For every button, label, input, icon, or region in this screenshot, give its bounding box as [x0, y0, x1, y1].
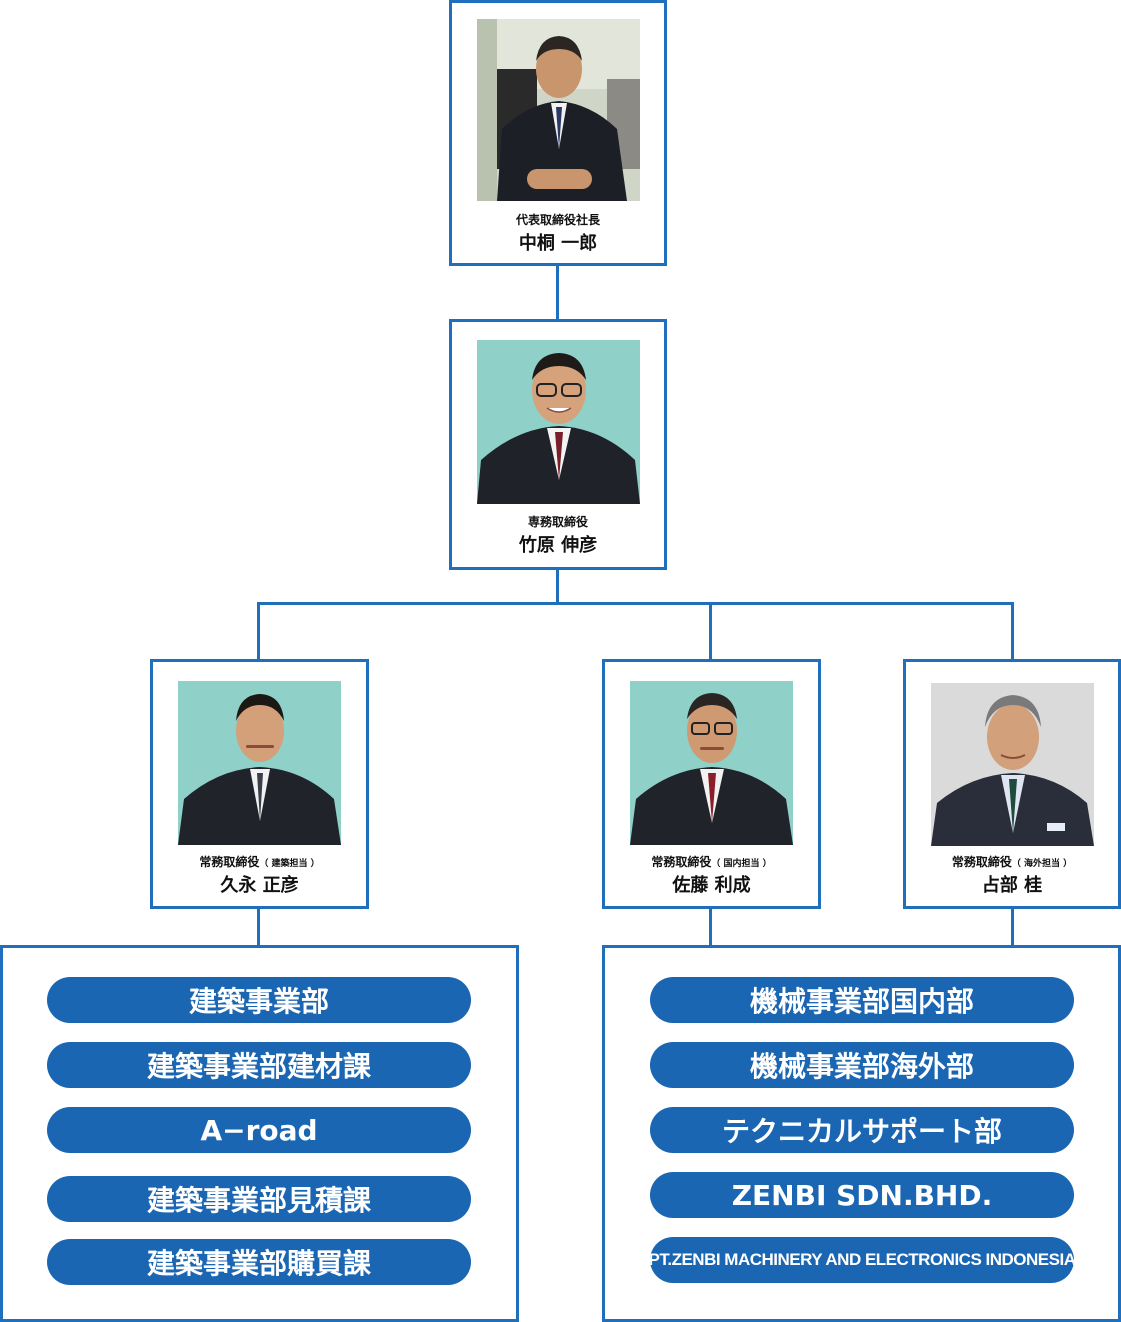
dept-technical-support[interactable]: テクニカルサポート部 — [650, 1107, 1074, 1153]
ceo-role: 代表取締役社長 — [515, 213, 600, 227]
construction-departments-box: 建築事業部 建築事業部建材課 A−road 建築事業部見積課 建築事業部購買課 — [0, 945, 519, 1322]
connector-senior-branch — [556, 568, 559, 604]
director-role-overseas-note: （ 海外担当 ） — [1011, 859, 1073, 869]
senior-director-photo — [477, 340, 640, 504]
dept-construction[interactable]: 建築事業部 — [47, 977, 471, 1023]
connector-machinery-box-1 — [709, 906, 712, 948]
director-role-domestic-title: 常務取締役 — [651, 855, 712, 869]
dept-machinery-domestic[interactable]: 機械事業部国内部 — [650, 977, 1074, 1023]
ceo-card: 代表取締役社長 中桐 一郎 — [449, 0, 667, 266]
director-role-overseas-title: 常務取締役 — [951, 855, 1012, 869]
director-role-construction: 常務取締役（ 建築担当 ） — [153, 853, 366, 870]
director-name-overseas: 占部 桂 — [981, 875, 1043, 896]
dept-construction-materials[interactable]: 建築事業部建材課 — [47, 1042, 471, 1088]
director-role-domestic: 常務取締役（ 国内担当 ） — [605, 853, 818, 870]
connector-ceo-senior — [556, 263, 559, 321]
connector-director-1 — [257, 602, 260, 662]
dept-zenbi-sdn-bhd[interactable]: ZENBI SDN.BHD. — [650, 1172, 1074, 1218]
machinery-departments-box: 機械事業部国内部 機械事業部海外部 テクニカルサポート部 ZENBI SDN.B… — [602, 945, 1121, 1322]
dept-a-road[interactable]: A−road — [47, 1107, 471, 1153]
director-name-construction: 久永 正彦 — [220, 875, 299, 896]
director-photo-overseas — [931, 683, 1094, 846]
director-card-domestic: 常務取締役（ 国内担当 ） 佐藤 利成 — [602, 659, 821, 909]
director-photo-construction — [178, 681, 341, 845]
director-card-overseas: 常務取締役（ 海外担当 ） 占部 桂 — [903, 659, 1121, 909]
connector-horizontal — [257, 602, 1014, 605]
dept-pt-zenbi-indonesia[interactable]: PT.ZENBI MACHINERY AND ELECTRONICS INDON… — [650, 1237, 1074, 1283]
director-card-construction: 常務取締役（ 建築担当 ） 久永 正彦 — [150, 659, 369, 909]
senior-director-name: 竹原 伸彦 — [518, 535, 598, 556]
dept-construction-estimates[interactable]: 建築事業部見積課 — [47, 1176, 471, 1222]
connector-construction-box — [257, 906, 260, 948]
director-role-construction-title: 常務取締役 — [199, 855, 260, 869]
senior-director-role: 専務取締役 — [527, 515, 588, 529]
dept-machinery-overseas[interactable]: 機械事業部海外部 — [650, 1042, 1074, 1088]
connector-machinery-box-2 — [1011, 906, 1014, 948]
ceo-photo — [477, 19, 640, 201]
director-name-domestic: 佐藤 利成 — [672, 875, 751, 896]
director-role-construction-note: （ 建築担当 ） — [259, 859, 320, 869]
director-role-domestic-note: （ 国内担当 ） — [711, 859, 772, 869]
ceo-name: 中桐 一郎 — [518, 233, 598, 254]
director-photo-domestic — [630, 681, 793, 845]
senior-director-card: 専務取締役 竹原 伸彦 — [449, 319, 667, 570]
connector-director-2 — [709, 602, 712, 662]
connector-director-3 — [1011, 602, 1014, 662]
director-role-overseas: 常務取締役（ 海外担当 ） — [906, 853, 1118, 870]
dept-construction-purchasing[interactable]: 建築事業部購買課 — [47, 1239, 471, 1285]
